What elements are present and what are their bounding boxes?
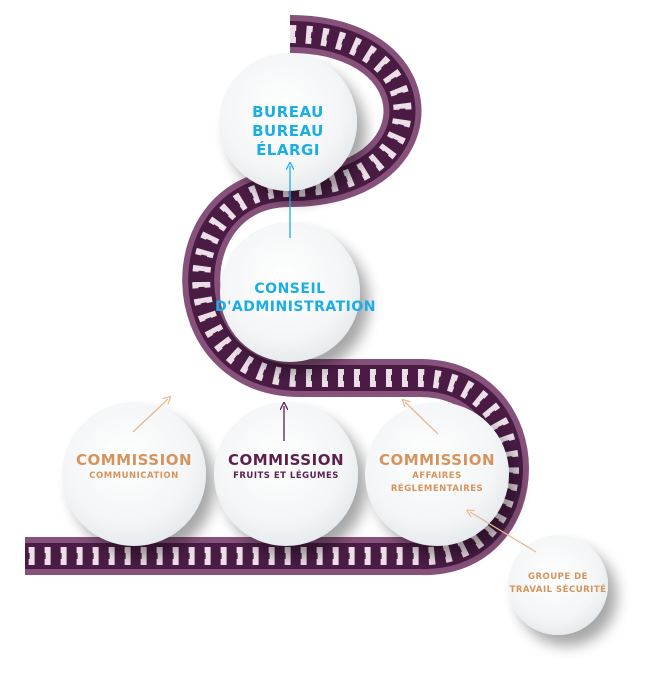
circle-conseil	[220, 222, 360, 362]
circle-affaires	[365, 402, 509, 546]
arrow-communication-to-conseil	[132, 399, 168, 433]
circle-communication	[62, 402, 206, 546]
circle-fruits	[214, 402, 358, 546]
circle-bureau	[219, 53, 357, 191]
arrow-affaires-to-conseil	[405, 402, 439, 435]
ribbon	[25, 15, 529, 576]
arrow-groupe-to-affaires	[470, 512, 537, 553]
circle-groupe	[508, 535, 608, 635]
